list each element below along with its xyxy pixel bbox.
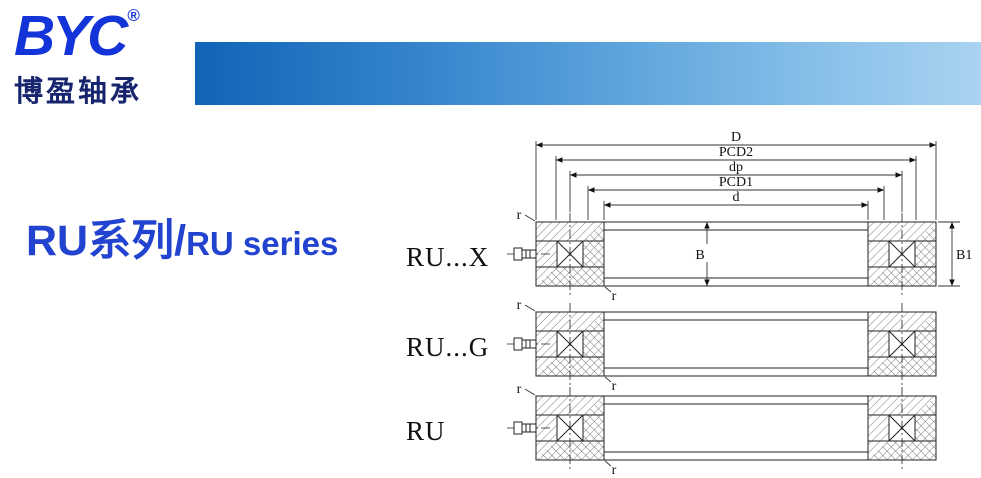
dim-label-r-bottom-2: r <box>612 379 617 394</box>
logo-company-name: 博盈轴承 <box>14 76 143 108</box>
dim-label-PCD2: PCD2 <box>719 145 753 160</box>
dim-label-r-top-2: r <box>517 298 522 313</box>
dim-label-B-backing <box>692 244 709 262</box>
series-title: RU系列/RU series <box>26 206 338 268</box>
dim-label-r-top-1: r <box>517 208 522 223</box>
series-title-cn: RU系列/ <box>26 217 187 265</box>
dim-label-D: D <box>731 130 741 145</box>
logo-top: BYC® <box>14 6 142 65</box>
dim-label-r-bottom-1: r <box>612 289 617 304</box>
dimension-labels: D PCD2 dp PCD1 d B B1 r r r r r r <box>517 130 973 478</box>
dim-label-B1: B1 <box>956 248 972 263</box>
logo-text: BYC <box>14 4 128 68</box>
dim-label-r-bottom-3: r <box>612 463 617 478</box>
variant-label-ru-g: RU...G <box>406 332 490 362</box>
bearing-section-ru-x <box>506 212 937 296</box>
dim-label-d: d <box>733 190 740 205</box>
bearing-section-ru <box>506 386 937 470</box>
dim-label-r-top-3: r <box>517 382 522 397</box>
dim-label-B: B <box>695 248 704 263</box>
dimension-lines <box>524 141 960 467</box>
series-title-en: RU series <box>186 225 339 262</box>
dim-label-dp: dp <box>729 160 743 175</box>
header-banner <box>195 42 981 105</box>
bearing-section-ru-g <box>506 302 937 386</box>
dim-label-PCD1: PCD1 <box>719 175 753 190</box>
variant-label-ru-x: RU...X <box>406 242 490 272</box>
variant-label-ru: RU <box>406 416 446 446</box>
registered-trademark-icon: ® <box>127 6 140 25</box>
logo: BYC® 博盈轴承 <box>14 6 142 110</box>
